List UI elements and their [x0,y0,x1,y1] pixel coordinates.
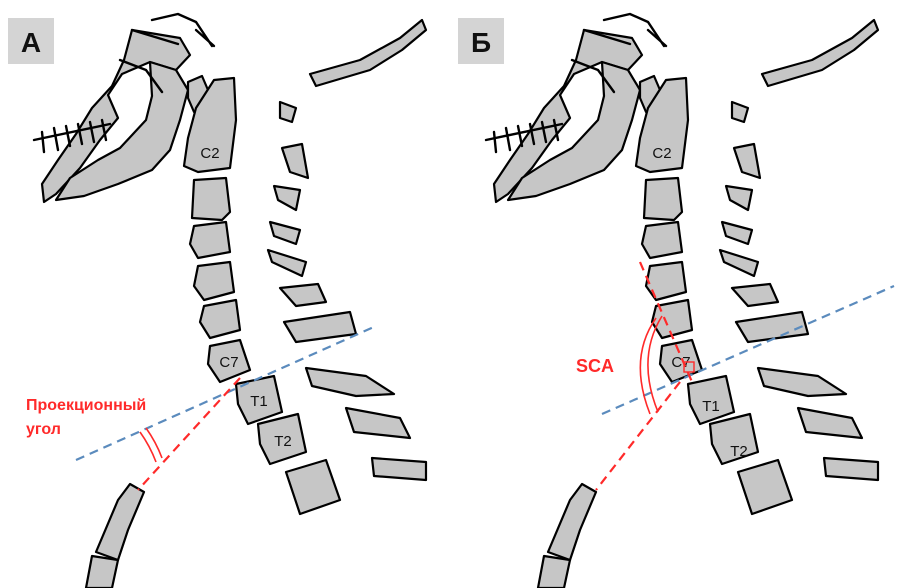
panel-a-neck-outline [310,20,426,86]
panel-b-c5 [646,262,686,300]
panel-a-c2-label: C2 [200,145,219,162]
panel-a-angle-line [138,378,240,490]
panel-a-c3 [192,178,230,220]
panel-a-hand [86,484,144,588]
panel-a-skull [34,14,214,202]
panel-b-t3 [738,460,792,514]
panel-b-neck-outline [762,20,878,86]
panel-b-angle-label: SCA [576,356,614,376]
panel-a-c6 [200,300,240,338]
panel-a-c4 [190,222,230,258]
panel-b-c4 [642,222,682,258]
panel-a-angle-arc [140,428,162,462]
panel-b-hand [538,484,596,588]
panel-a-tag: А [21,27,41,58]
panel-a-t3 [286,460,340,514]
panel-a-c7-label: C7 [219,354,238,371]
panel-a-angle-label: Проекционный угол [26,397,151,438]
panel-b: Б C2 C7 T1 T2 [458,14,894,588]
panel-a-c5 [194,262,234,300]
panel-b-angle-line-lower [596,382,680,490]
panel-b-c3 [644,178,682,220]
panel-a-t1-label: T1 [250,393,268,410]
panel-a-t2-label: T2 [274,433,292,450]
panel-a: А C2 C7 T1 T2 [8,14,426,588]
panel-b-t1-label: T1 [702,398,720,415]
panel-b-skull [486,14,666,202]
panel-b-tag: Б [471,27,491,58]
panel-b-t2-label: T2 [730,443,748,460]
panel-b-c2-label: C2 [652,145,671,162]
